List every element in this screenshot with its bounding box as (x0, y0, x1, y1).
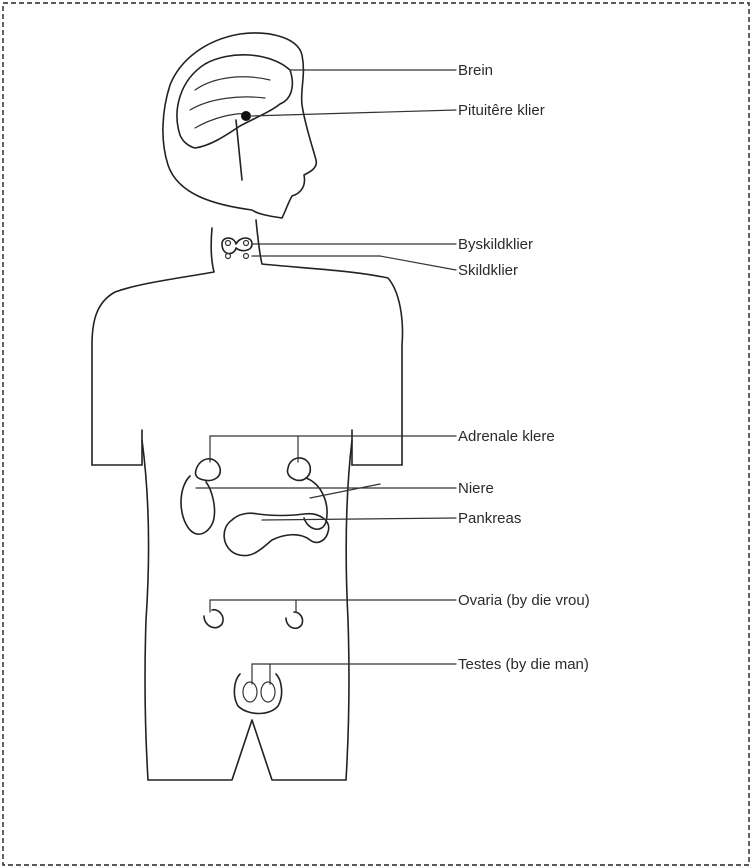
leader-testes (252, 664, 456, 684)
thyroid-organ (222, 238, 252, 259)
brain-organ (177, 55, 292, 148)
label-ovaries: Ovaria (by die vrou) (458, 592, 590, 609)
leader-adrenal (210, 436, 456, 462)
leader-pancreas (262, 518, 456, 520)
body-outline (92, 33, 402, 780)
diagram-frame (3, 3, 749, 865)
label-adrenal: Adrenale klere (458, 428, 555, 445)
leader-pituitary (250, 110, 456, 116)
label-pancreas: Pankreas (458, 510, 521, 527)
adrenal-organs (195, 458, 310, 481)
label-pituitary: Pituitêre klier (458, 102, 545, 119)
label-brain: Brein (458, 62, 493, 79)
label-parathyroid: Byskildklier (458, 236, 533, 253)
label-thyroid: Skildklier (458, 262, 518, 279)
labels: Brein Pituitêre klier Byskildklier Skild… (458, 62, 590, 673)
leader-lines (196, 70, 456, 684)
leader-ovaries (210, 600, 456, 612)
leader-kidneys (196, 484, 456, 498)
kidney-organs (181, 476, 327, 534)
testes-organ (234, 674, 281, 714)
label-testes: Testes (by die man) (458, 656, 589, 673)
label-kidneys: Niere (458, 480, 494, 497)
leader-thyroid (252, 256, 456, 270)
ovary-organs (204, 610, 303, 629)
